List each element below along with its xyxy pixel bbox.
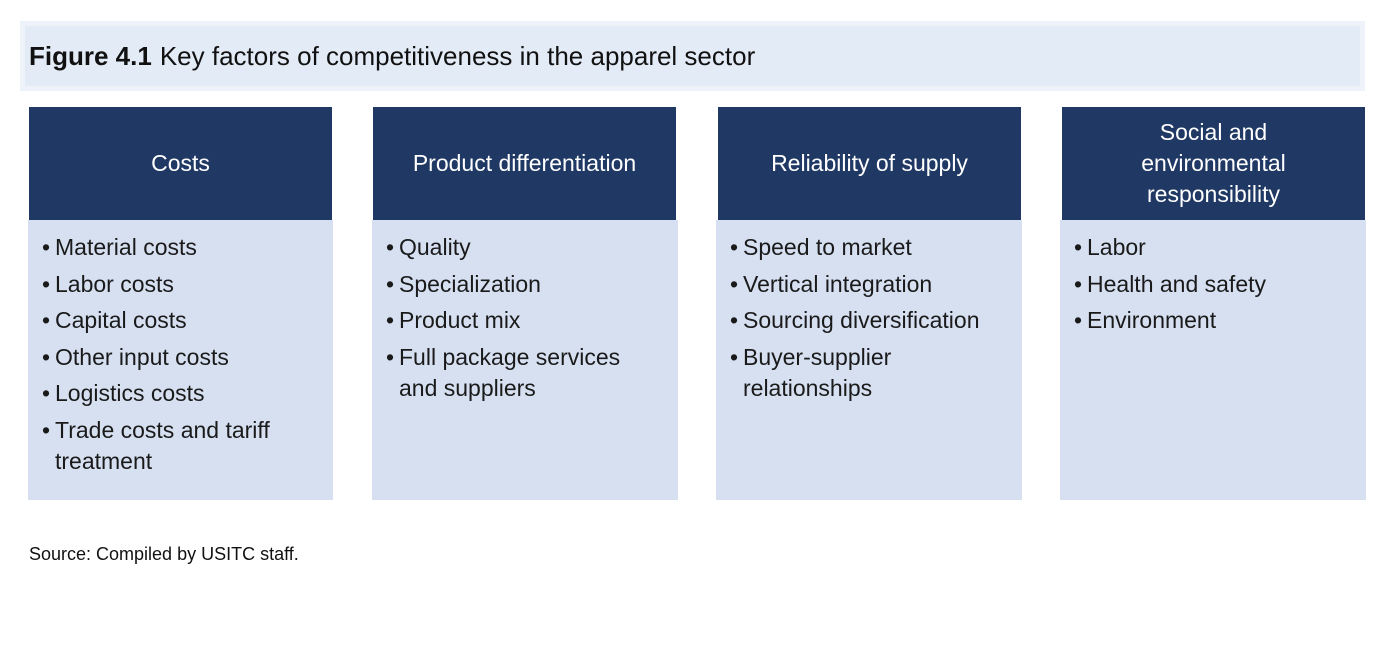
figure-title-text: Key factors of competitiveness in the ap…: [159, 40, 756, 71]
list-item-text: Quality: [399, 234, 471, 260]
list-item: •Trade costs and tariff treatment: [42, 415, 312, 477]
column-header: Reliability of supply: [718, 107, 1021, 220]
list-item-text: Speed to market: [743, 234, 912, 260]
list-item: •Health and safety: [1074, 269, 1334, 300]
bullet-icon: •: [1074, 307, 1083, 333]
column-header: Costs: [29, 107, 332, 220]
bullet-icon: •: [730, 343, 739, 370]
column-body: •Speed to market•Vertical integration•So…: [716, 220, 1022, 500]
bullet-icon: •: [1074, 234, 1083, 260]
bullet-icon: •: [42, 270, 51, 297]
list-item: •Other input costs: [42, 342, 312, 373]
list-item-text: Trade costs and tariff treatment: [55, 416, 270, 474]
bullet-icon: •: [386, 234, 395, 260]
list-item: •Quality: [386, 232, 656, 263]
bullet-icon: •: [386, 307, 395, 333]
bullet-icon: •: [386, 343, 395, 370]
list-item-text: Environment: [1087, 307, 1217, 333]
list-item: •Sourcing diversification: [730, 305, 990, 336]
list-item-text: Labor: [1087, 234, 1146, 260]
list-item: •Labor: [1074, 232, 1334, 263]
list-item-text: Material costs: [55, 234, 197, 260]
list-item: •Full package services and suppliers: [386, 342, 656, 404]
list-item: •Vertical integration: [730, 269, 990, 300]
bullet-icon: •: [730, 270, 739, 297]
source-note: Source: Compiled by USITC staff.: [29, 544, 299, 564]
list-item: •Speed to market: [730, 232, 990, 263]
figure-title: Figure 4.1 Key factors of competitivenes…: [25, 26, 1360, 86]
bullet-icon: •: [730, 234, 739, 260]
list-item-text: Health and safety: [1087, 270, 1267, 297]
list-item-text: Logistics costs: [55, 380, 205, 406]
bullet-icon: •: [1074, 270, 1083, 297]
list-item-text: Other input costs: [55, 343, 229, 370]
column-header: Social and environmental responsibility: [1062, 107, 1365, 220]
list-item: •Buyer-supplier relationships: [730, 342, 990, 404]
column-body: •Material costs•Labor costs•Capital cost…: [28, 220, 333, 500]
list-item-text: Buyer-supplier relationships: [743, 343, 892, 401]
column-header: Product differentiation: [373, 107, 676, 220]
column-body: •Quality•Specialization•Product mix•Full…: [372, 220, 678, 500]
list-item: •Logistics costs: [42, 378, 312, 409]
bullet-icon: •: [42, 343, 51, 370]
bullet-icon: •: [386, 270, 395, 297]
list-item: •Specialization: [386, 269, 656, 300]
list-item: •Labor costs: [42, 269, 312, 300]
bullet-icon: •: [42, 234, 51, 260]
list-item-text: Vertical integration: [743, 270, 933, 297]
list-item-text: Labor costs: [55, 270, 174, 297]
list-item: •Material costs: [42, 232, 312, 263]
column-body: •Labor•Health and safety•Environment: [1060, 220, 1366, 500]
figure-title-banner: Figure 4.1 Key factors of competitivenes…: [20, 21, 1365, 91]
list-item: •Capital costs: [42, 305, 312, 336]
bullet-icon: •: [42, 380, 51, 406]
list-item-text: Product mix: [399, 307, 521, 333]
list-item-text: Specialization: [399, 270, 541, 297]
list-item: •Environment: [1074, 305, 1334, 336]
figure-label: Figure 4.1: [29, 40, 152, 71]
list-item: •Product mix: [386, 305, 656, 336]
list-item-text: Full package services and suppliers: [399, 343, 621, 401]
list-item-text: Capital costs: [55, 307, 187, 333]
bullet-icon: •: [42, 307, 51, 333]
bullet-icon: •: [730, 307, 739, 333]
list-item-text: Sourcing diversification: [743, 307, 980, 333]
bullet-icon: •: [42, 416, 51, 443]
